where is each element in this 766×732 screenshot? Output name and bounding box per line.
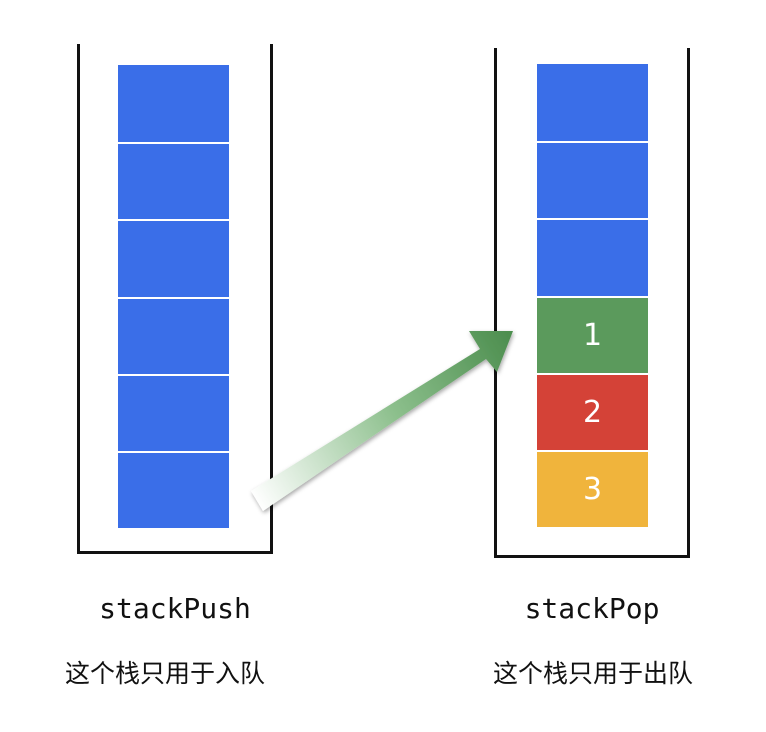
stack-push-cell-6 bbox=[118, 451, 229, 529]
stack-push-description: 这个栈只用于入队 bbox=[64, 659, 265, 688]
stack-push-cell-5 bbox=[118, 373, 229, 451]
stack-pop-cell-2 bbox=[537, 141, 648, 219]
transfer-arrow-shape bbox=[251, 331, 513, 511]
stack-push-cell-2 bbox=[118, 142, 229, 220]
stack-pop-cell-6: 3 bbox=[537, 450, 648, 528]
stack-push-cell-1 bbox=[118, 65, 229, 143]
stack-push-code-label: stackPush bbox=[99, 592, 251, 625]
stack-pop-cell-5: 2 bbox=[537, 372, 648, 450]
stack-push-cell-3 bbox=[118, 219, 229, 297]
stack-pop-cell-3 bbox=[537, 218, 648, 296]
stack-push-cell-4 bbox=[118, 296, 229, 374]
stack-pop-cell-1 bbox=[537, 64, 648, 142]
stack-pop-cell-4: 1 bbox=[537, 295, 648, 373]
stack-pop-description: 这个栈只用于出队 bbox=[492, 659, 693, 688]
stack-push-container bbox=[77, 44, 273, 554]
stack-pop-container bbox=[494, 48, 690, 558]
stack-pop-code-label: stackPop bbox=[524, 592, 660, 625]
